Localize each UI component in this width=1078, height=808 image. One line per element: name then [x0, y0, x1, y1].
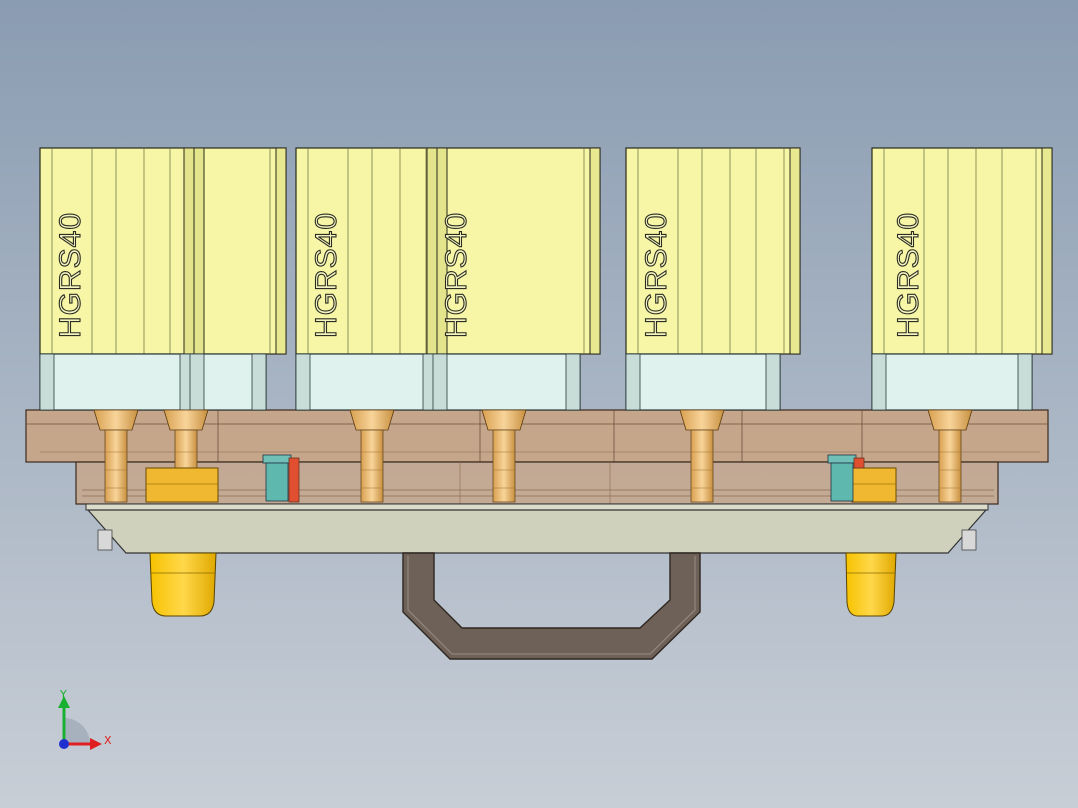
cylinder-end-cap[interactable]: [625, 353, 781, 411]
cylinder-model-label: HGRS40: [892, 212, 925, 338]
cylinder-model-label: HGRS40: [310, 212, 343, 338]
bolt-head-right: [961, 529, 977, 551]
fitting[interactable]: [349, 409, 395, 503]
orientation-triad[interactable]: X Y: [58, 688, 112, 750]
triad-arc: [64, 718, 90, 744]
cylinder-model-label: HGRS40: [440, 212, 473, 338]
fitting[interactable]: [93, 409, 139, 503]
fitting[interactable]: [679, 409, 725, 503]
air-coupling-left[interactable]: [262, 454, 300, 503]
fitting[interactable]: [927, 409, 973, 503]
y-axis-label: Y: [59, 688, 67, 701]
fitting-group: [93, 409, 973, 503]
cylinder-housing[interactable]: [625, 147, 801, 355]
locating-pin-right[interactable]: [845, 552, 897, 617]
sensor-block-left[interactable]: [145, 467, 219, 503]
sensor-block-right[interactable]: [851, 467, 897, 503]
cylinder-end-cap[interactable]: [295, 353, 581, 411]
cylinder-housing[interactable]: [871, 147, 1053, 355]
z-axis-marker: [59, 739, 69, 749]
cylinder-model-label: HGRS40: [54, 212, 87, 338]
base-plate[interactable]: [85, 503, 989, 554]
x-axis-label: X: [104, 734, 112, 747]
carry-handle[interactable]: [402, 552, 701, 660]
cylinder-model-label: HGRS40: [640, 212, 673, 338]
fitting[interactable]: [481, 409, 527, 503]
cylinder-housing[interactable]: [39, 147, 287, 355]
cylinder-group: HGRS40 HGRS40 HGRS40 HGRS40 HGRS40: [39, 147, 1053, 411]
cylinder-housing[interactable]: [295, 147, 601, 355]
cylinder-end-cap[interactable]: [871, 353, 1033, 411]
locating-pin-left[interactable]: [149, 552, 217, 617]
bolt-head-left: [97, 529, 113, 551]
cylinder-end-cap[interactable]: [39, 353, 267, 411]
air-coupling-right[interactable]: [827, 454, 865, 502]
